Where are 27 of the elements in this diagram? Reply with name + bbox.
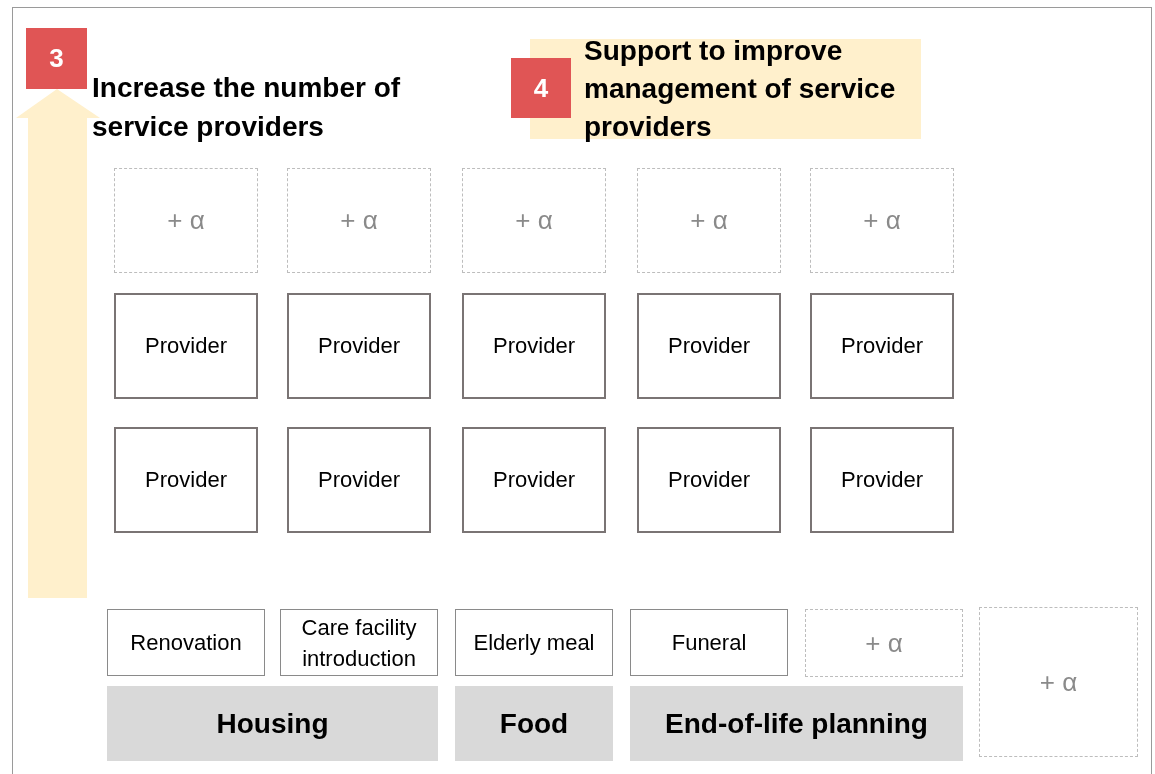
provider-box: Provider (462, 293, 606, 399)
service-box: Renovation (107, 609, 265, 676)
provider-box: Provider (462, 427, 606, 533)
number-badge: 4 (511, 58, 571, 118)
provider-box: Provider (287, 293, 431, 399)
service-box: Funeral (630, 609, 788, 676)
service-box: Elderly meal (455, 609, 613, 676)
placeholder-box: + α (462, 168, 606, 273)
number-badge: 3 (26, 28, 87, 89)
provider-box: Provider (637, 293, 781, 399)
provider-box: Provider (637, 427, 781, 533)
placeholder-box: + α (979, 607, 1138, 757)
category-bar: Food (455, 686, 613, 761)
placeholder-box: + α (810, 168, 954, 273)
provider-box: Provider (114, 293, 258, 399)
provider-box: Provider (287, 427, 431, 533)
provider-box: Provider (810, 293, 954, 399)
placeholder-box: + α (114, 168, 258, 273)
placeholder-box: + α (637, 168, 781, 273)
provider-box: Provider (114, 427, 258, 533)
heading-text: Increase the number of service providers (92, 71, 402, 144)
service-box: Care facility introduction (280, 609, 438, 676)
category-bar: Housing (107, 686, 438, 761)
placeholder-box: + α (287, 168, 431, 273)
provider-box: Provider (810, 427, 954, 533)
placeholder-box: + α (805, 609, 963, 677)
category-bar: End-of-life planning (630, 686, 963, 761)
